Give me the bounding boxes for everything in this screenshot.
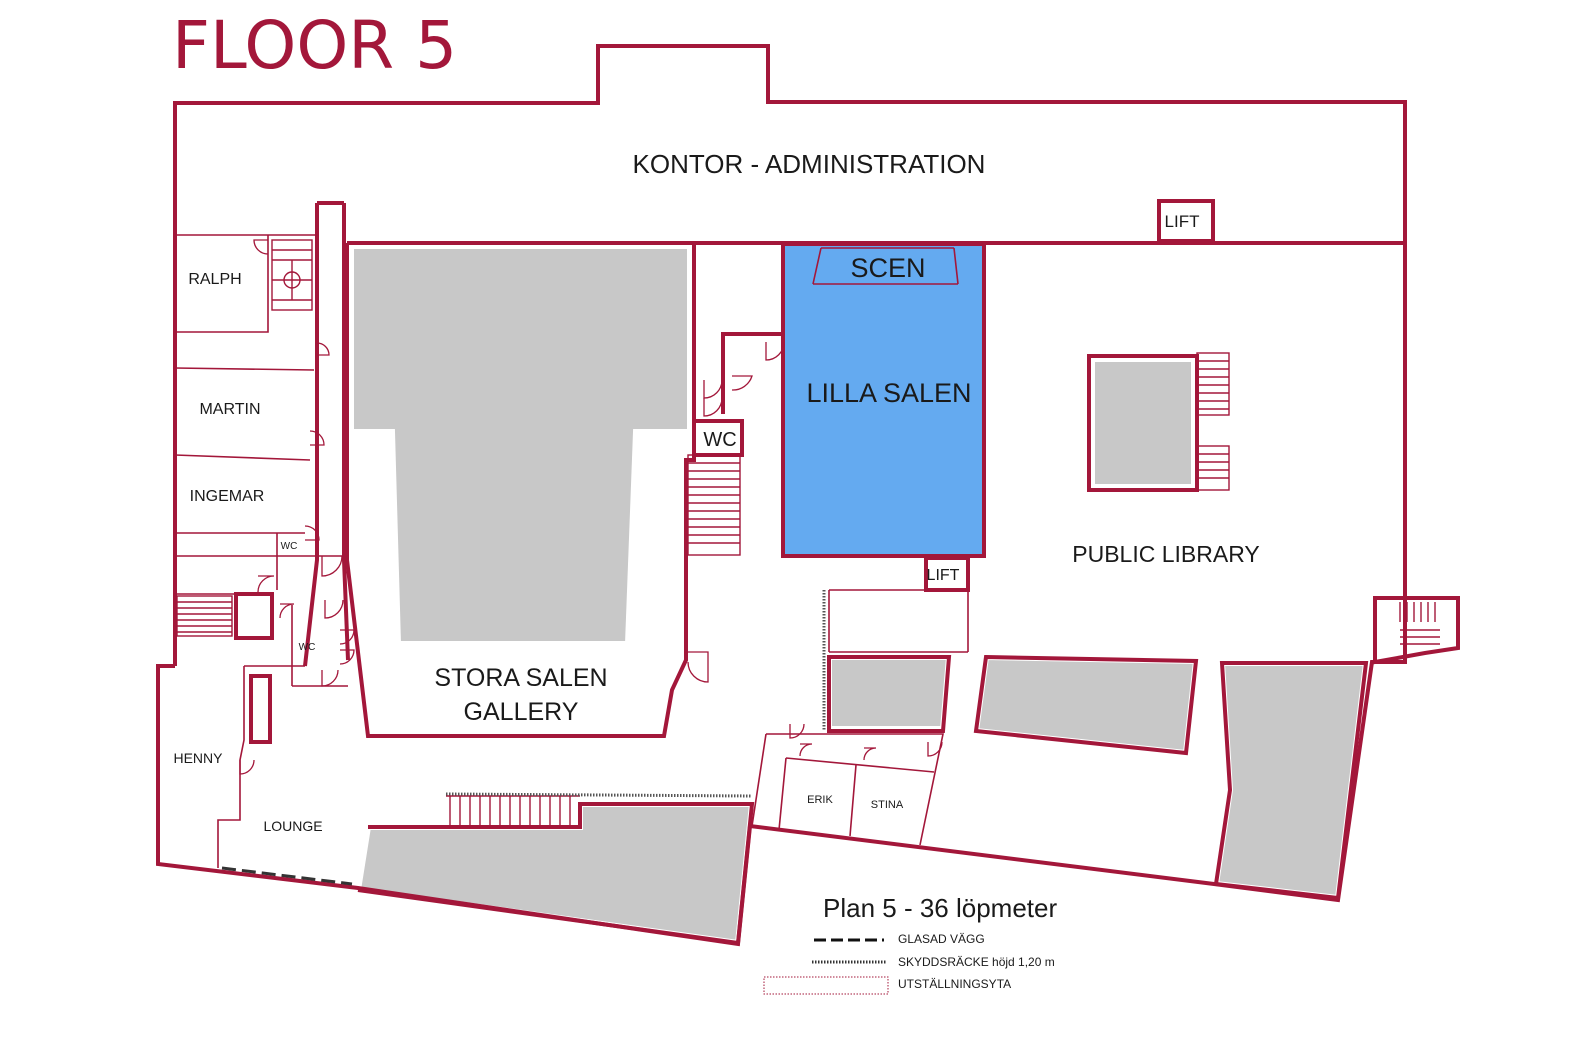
door-wc2 bbox=[321, 669, 339, 687]
exhibition-area-1 bbox=[826, 654, 953, 732]
floor-title: FLOOR 5 bbox=[172, 7, 457, 84]
office-erik-left bbox=[778, 757, 787, 831]
legend-dotted-box-icon bbox=[763, 976, 889, 995]
door-ingemar bbox=[309, 430, 325, 446]
label-stina: STINA bbox=[871, 799, 904, 811]
legend-label-exhibition: UTSTÄLLNINGSYTA bbox=[898, 977, 1011, 991]
door-corridor-a bbox=[321, 555, 343, 577]
door-stora-exit bbox=[687, 651, 709, 683]
door-office-b bbox=[799, 743, 813, 757]
label-gallery: GALLERY bbox=[464, 698, 579, 726]
atrium-box bbox=[1087, 354, 1199, 492]
label-wc-small-1: WC bbox=[281, 541, 298, 552]
door-lilla-b bbox=[731, 375, 753, 391]
stair-west bbox=[176, 595, 233, 637]
lilla-salen-highlight bbox=[781, 242, 986, 558]
column-box bbox=[234, 592, 274, 640]
stair-south bbox=[446, 795, 580, 827]
lilla-entry-wall bbox=[721, 332, 783, 414]
door-wc1 bbox=[304, 525, 320, 541]
door-stair-b bbox=[279, 603, 295, 619]
office-erik-stina-wall bbox=[766, 733, 944, 846]
scen-stage-left bbox=[812, 247, 822, 285]
label-lift-top: LIFT bbox=[1165, 212, 1200, 231]
legend-label-glazed: GLASAD VÄGG bbox=[898, 932, 985, 946]
door-corridor-b bbox=[324, 599, 344, 619]
exhibition-wall-1 bbox=[827, 655, 952, 733]
label-lift-mid: LIFT bbox=[927, 567, 960, 584]
door-ralph bbox=[253, 239, 269, 255]
doors bbox=[239, 239, 943, 775]
exhibition-area-2 bbox=[972, 653, 1200, 757]
legend-heading: Plan 5 - 36 löpmeter bbox=[823, 893, 1057, 923]
martin-wall-top bbox=[174, 367, 315, 371]
label-wc-small-2: WC bbox=[299, 642, 316, 653]
door-stora-b bbox=[339, 649, 355, 665]
door-lilla-c bbox=[703, 379, 723, 399]
stair-atrium-bottom bbox=[1196, 445, 1230, 491]
label-scen: SCEN bbox=[850, 253, 925, 283]
door-lilla-a bbox=[765, 341, 785, 361]
door-office-d bbox=[927, 741, 943, 757]
lift-top-box bbox=[1157, 199, 1215, 243]
railing-south bbox=[445, 792, 753, 798]
legend-label-railing: SKYDDSRÄCKE höjd 1,20 m bbox=[898, 955, 1055, 969]
label-lilla-salen: LILLA SALEN bbox=[806, 378, 971, 408]
library-atrium-area bbox=[1089, 356, 1197, 490]
exhibition-wall-4 bbox=[357, 802, 755, 946]
exhibition-wall-3 bbox=[1213, 661, 1369, 901]
label-ralph: RALPH bbox=[188, 271, 241, 288]
door-henny bbox=[239, 759, 255, 775]
room-labels: KONTOR - ADMINISTRATION LIFT SCEN LILLA … bbox=[173, 149, 1259, 834]
outer-wall-top bbox=[173, 44, 1407, 666]
legend: Plan 5 - 36 löpmeter GLASAD VÄGG SKYDDSR… bbox=[763, 893, 1057, 995]
door-lilla-d bbox=[703, 397, 723, 417]
gallery-floor-areas bbox=[348, 243, 1370, 947]
door-stora-a bbox=[339, 629, 355, 645]
building-walls bbox=[156, 44, 1460, 947]
glazed-wall-lounge bbox=[221, 866, 353, 886]
door-stair-a bbox=[257, 575, 275, 593]
label-lounge: LOUNGE bbox=[263, 818, 322, 834]
interior-partitions bbox=[174, 234, 969, 868]
door-office-a bbox=[789, 723, 805, 739]
stair-box-east bbox=[1373, 596, 1460, 665]
stora-salen-floor-area bbox=[348, 243, 693, 647]
stair-spiral-ralph bbox=[271, 239, 313, 311]
label-martin: MARTIN bbox=[199, 401, 260, 418]
scen-stage-right bbox=[953, 247, 959, 285]
stair-east bbox=[1399, 602, 1440, 645]
ralph-wall bbox=[175, 235, 269, 333]
label-henny: HENNY bbox=[173, 750, 223, 766]
label-ingemar: INGEMAR bbox=[190, 488, 265, 505]
henny-wall bbox=[217, 666, 245, 868]
corridor-wall-right bbox=[342, 203, 350, 661]
label-kontor: KONTOR - ADMINISTRATION bbox=[633, 149, 986, 179]
exhibition-area-4 bbox=[354, 801, 756, 947]
office-corridor bbox=[785, 757, 935, 773]
stora-salen-wall bbox=[345, 243, 696, 738]
office-divider bbox=[849, 764, 857, 837]
label-wc-large: WC bbox=[703, 429, 736, 451]
stair-atrium-top bbox=[1196, 352, 1230, 416]
corridor-wall-left bbox=[303, 203, 319, 667]
bar-counter bbox=[249, 674, 272, 744]
label-stora-salen: STORA SALEN bbox=[434, 664, 607, 692]
exhibition-wall-2 bbox=[973, 654, 1199, 756]
martin-wall-bottom bbox=[174, 454, 311, 461]
label-erik: ERIK bbox=[807, 794, 833, 806]
office-left bbox=[751, 733, 767, 827]
label-public-library: PUBLIC LIBRARY bbox=[1072, 541, 1259, 567]
stair-center bbox=[687, 454, 741, 556]
door-martin bbox=[316, 342, 330, 356]
door-office-c bbox=[863, 747, 877, 761]
